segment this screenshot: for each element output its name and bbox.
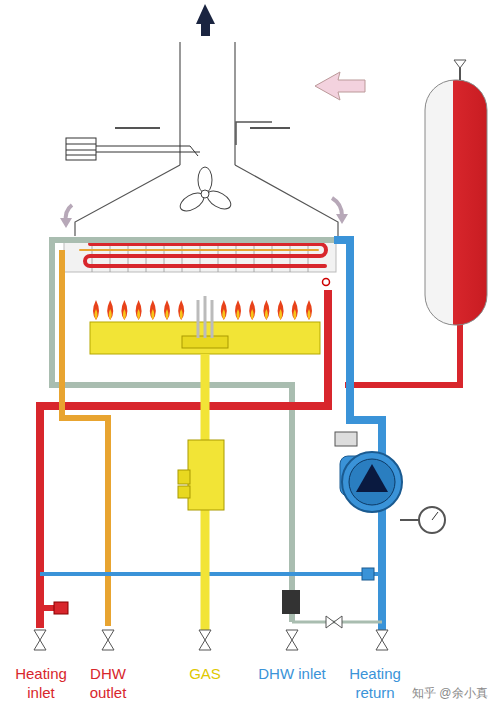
port-label: DHW inlet [258,664,326,683]
port-label: Heating return [340,664,410,702]
port-label: DHW outlet [76,664,140,702]
port-label: GAS [175,664,235,683]
watermark: 知乎 @余小真 [412,684,490,703]
port-label: Heating inlet [8,664,74,702]
